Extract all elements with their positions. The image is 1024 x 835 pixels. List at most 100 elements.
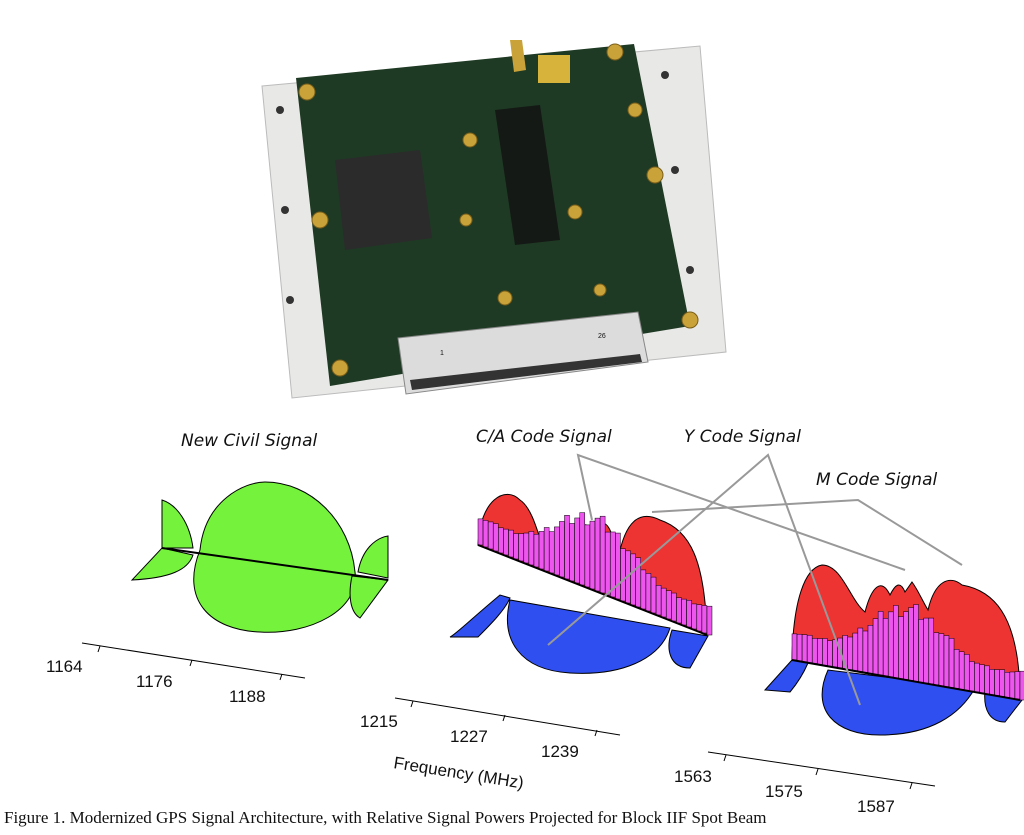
mounting-screws (298, 43, 699, 377)
callout-lines (547, 453, 963, 706)
l2-tick-1239: 1239 (541, 742, 579, 761)
l1-spectrum (763, 564, 1024, 736)
figure-caption: Figure 1. Modernized GPS Signal Architec… (4, 808, 767, 827)
ca-spike (994, 669, 1000, 696)
ribbon-connector (397, 311, 649, 395)
ca-spike (666, 590, 672, 620)
ca-spike (928, 617, 935, 685)
ca-spike (681, 598, 687, 626)
l2-axis (394, 697, 621, 737)
ca-spike (482, 520, 489, 548)
ca-spike (604, 531, 611, 596)
ca-spike (984, 665, 990, 695)
ca-spike (969, 661, 975, 692)
ca-spike (1009, 671, 1016, 699)
ca-spike (538, 531, 545, 570)
m-code-signal-label: M Code Signal (816, 470, 937, 490)
ca-spike (584, 524, 591, 588)
ca-spike (989, 669, 995, 695)
ca-spike (882, 618, 889, 677)
ca-spike (554, 526, 560, 576)
civil-sidelobe-left-top (161, 499, 194, 549)
ca-spike (938, 633, 945, 687)
fpga-chip (335, 150, 432, 250)
ca-spike (948, 638, 955, 688)
ca-spike (493, 523, 499, 552)
ca-spike (676, 597, 682, 624)
l5-tick-1176: 1176 (136, 672, 173, 691)
ca-spike (812, 638, 818, 664)
civil-sidelobe-right-top (357, 535, 389, 579)
ca-spike (569, 523, 575, 582)
ca-spike (686, 600, 692, 628)
ca-spike (533, 533, 540, 568)
ca-spike (477, 518, 484, 546)
l5-spectrum (130, 481, 389, 633)
l1-tick-1575: 1575 (765, 782, 803, 801)
ca-spike (903, 611, 909, 680)
ca-spike (579, 512, 586, 586)
ca-spike (918, 619, 924, 683)
ca-spike (857, 627, 864, 672)
ca-spike (827, 640, 833, 667)
ca-spike (933, 632, 940, 686)
ca-spike (487, 521, 494, 550)
l1-tick-1563: 1563 (674, 767, 712, 786)
ca-spike (548, 531, 555, 574)
ca-spike (589, 520, 596, 590)
l2-y-code-lobe (449, 594, 709, 674)
ca-spike (630, 553, 636, 606)
l2-spectrum (449, 494, 713, 674)
l2-tick-1227: 1227 (450, 727, 488, 746)
ca-spike (791, 633, 798, 661)
ca-spike (559, 521, 565, 578)
ca-spike (523, 532, 530, 564)
ca-spike (640, 569, 647, 610)
ca-spike (498, 527, 504, 554)
new-civil-signal-label: New Civil Signal (181, 431, 317, 451)
ca-spike (877, 611, 884, 676)
ca-spike (898, 616, 904, 679)
civil-sidelobe-right-bottom (349, 575, 389, 619)
ca-spike (671, 592, 677, 622)
ca-spike (1014, 671, 1021, 700)
l5-tick-1188: 1188 (229, 687, 266, 706)
ca-spike (953, 649, 960, 689)
ca-spike (620, 548, 626, 602)
ca-spike (801, 634, 808, 663)
y-code-signal-label: Y Code Signal (684, 427, 801, 447)
m-callout (651, 498, 963, 566)
ca-code-signal-label: C/A Code Signal (476, 427, 612, 447)
ca-spike (974, 662, 980, 693)
l5-tick-1164: 1164 (46, 657, 83, 676)
frequency-axis-label: Frequency (MHz) (392, 753, 525, 792)
ca-spike (594, 517, 601, 592)
ca-spike (852, 632, 859, 671)
ca-spike (908, 607, 914, 681)
l1-ca-code-spikes (791, 604, 1024, 701)
antenna-pad (538, 55, 570, 83)
sma-connector (510, 40, 526, 72)
ca-spike (872, 618, 879, 675)
ca-spike (958, 651, 965, 690)
ca-spike (508, 529, 514, 558)
ca-spike (696, 604, 703, 632)
ca-spike (706, 605, 713, 636)
ca-spike (564, 515, 570, 580)
ca-spike (796, 633, 803, 662)
ca-spike (615, 532, 621, 600)
ca-spike (964, 654, 970, 691)
ca-spike (822, 638, 828, 666)
frame-holes (276, 71, 694, 304)
ca-spike (1019, 670, 1024, 701)
ca-spike (543, 527, 550, 572)
l1-baseline (791, 659, 1021, 701)
ca-spike (862, 630, 869, 673)
ca-spike (691, 603, 697, 630)
ca-spike (650, 576, 657, 614)
l2-baseline (477, 544, 708, 636)
svg-text:26: 26 (598, 333, 606, 340)
ca-spike (701, 605, 708, 634)
ca-spike (999, 669, 1005, 697)
